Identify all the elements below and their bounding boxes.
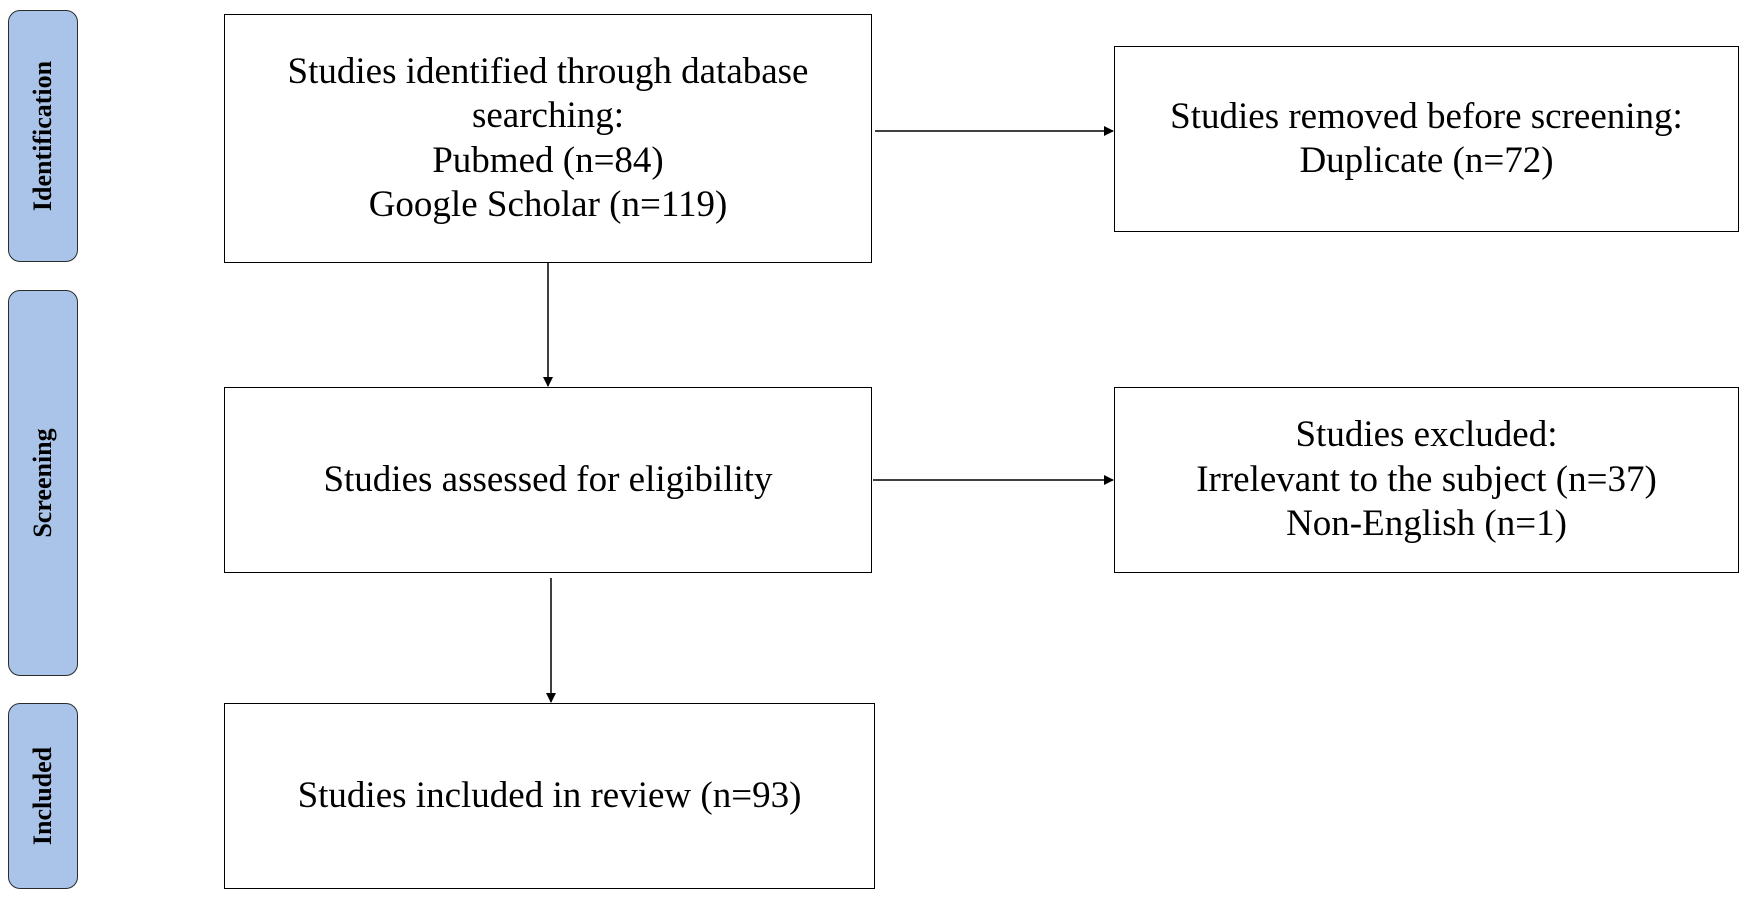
included-box: Studies included in review (n=93) [224,703,875,889]
excluded-line-3: Non-English (n=1) [1286,503,1567,545]
identified-line-1: Studies identified through database [287,50,809,92]
identified-line-2: searching: [471,95,625,137]
removed-line-1: Studies removed before screening: [1170,95,1683,137]
assessed-box: Studies assessed for eligibility [224,387,872,573]
phase-screening: Screening [8,290,78,676]
excluded-line-2: Irrelevant to the subject (n=37) [1196,458,1657,500]
removed-line-2: Duplicate (n=72) [1299,140,1554,181]
phase-identification: Identification [8,10,78,262]
assessed-line-1: Studies assessed for eligibility [323,458,773,500]
identified-line-4: Google Scholar (n=119) [368,183,728,225]
phase-identification-label: Identification [28,60,57,212]
included-line-1: Studies included in review (n=93) [297,774,802,816]
removed-box: Studies removed before screening: Duplic… [1114,46,1739,232]
phase-included: Included [8,703,78,889]
excluded-box: Studies excluded: Irrelevant to the subj… [1114,387,1739,573]
excluded-line-1: Studies excluded: [1295,414,1558,456]
phase-screening-label: Screening [28,428,57,538]
phase-included-label: Included [28,746,57,846]
identified-line-3: Pubmed (n=84) [432,139,664,181]
identified-box: Studies identified through database sear… [224,14,872,263]
